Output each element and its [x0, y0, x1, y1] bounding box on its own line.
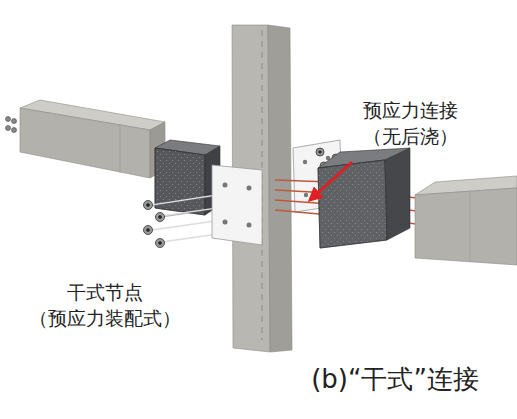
right-beam [415, 176, 517, 265]
right-steel-box [318, 148, 410, 248]
left-nuts [144, 201, 165, 248]
nut-group [6, 117, 17, 133]
annotation-label: 预应力连接 （无后浇） [340, 98, 480, 149]
left-plate [212, 165, 262, 245]
pointer-arrow [310, 162, 352, 200]
left-beam [20, 100, 165, 178]
figure-caption: (b)“干式”连接 [275, 362, 515, 397]
annotation-label: 干式节点 （预应力装配式） [10, 280, 200, 331]
